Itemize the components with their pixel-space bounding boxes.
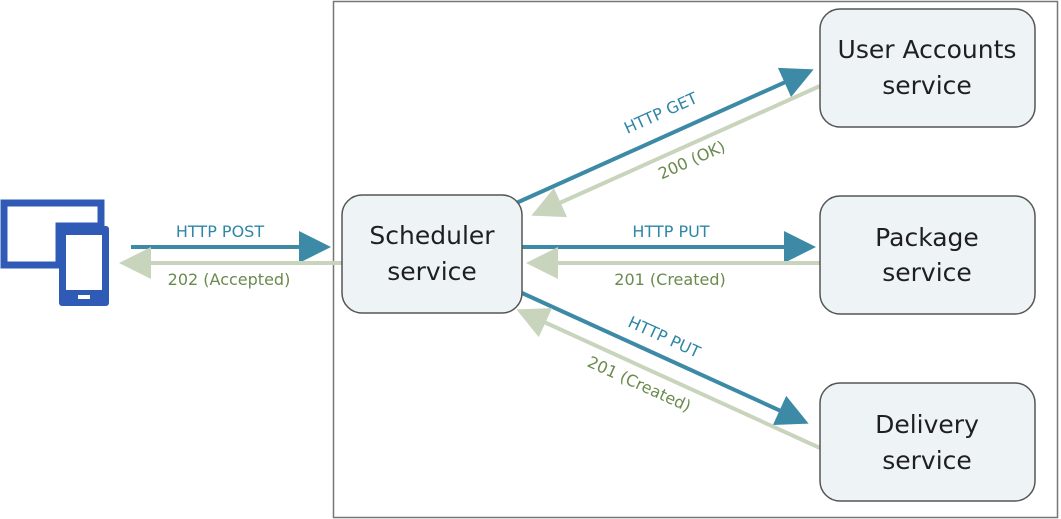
delivery-service-node: Delivery service: [819, 382, 1036, 502]
delivery-request-arrow: [521, 291, 809, 425]
user-accounts-response-arrow: [531, 84, 821, 218]
package-service-line1: Package: [875, 223, 979, 252]
user-accounts-request-arrow: [513, 67, 814, 206]
service-boundary: [332, 0, 1059, 519]
scheduler-service-line2: service: [387, 257, 477, 286]
package-service-line2: service: [882, 258, 972, 287]
client-request-label: HTTP POST: [176, 222, 264, 241]
delivery-service-line2: service: [882, 446, 972, 475]
scheduler-service-line1: Scheduler: [369, 221, 495, 250]
delivery-service-line1: Delivery: [875, 410, 979, 439]
client-response-label: 202 (Accepted): [168, 270, 291, 289]
delivery-request-label: HTTP PUT: [625, 312, 703, 361]
delivery-response-arrow: [516, 308, 821, 450]
package-service-node: Package service: [819, 195, 1036, 315]
user-accounts-request-label: HTTP GET: [621, 88, 700, 138]
scheduler-service-node: Scheduler service: [341, 194, 523, 314]
user-accounts-service-line2: service: [882, 71, 972, 100]
user-accounts-service-node: User Accounts service: [819, 8, 1036, 128]
user-accounts-service-line1: User Accounts: [838, 35, 1017, 64]
desktop-and-tablet-icon: [0, 199, 109, 306]
package-response-label: 201 (Created): [614, 270, 725, 289]
package-request-label: HTTP PUT: [632, 222, 709, 241]
